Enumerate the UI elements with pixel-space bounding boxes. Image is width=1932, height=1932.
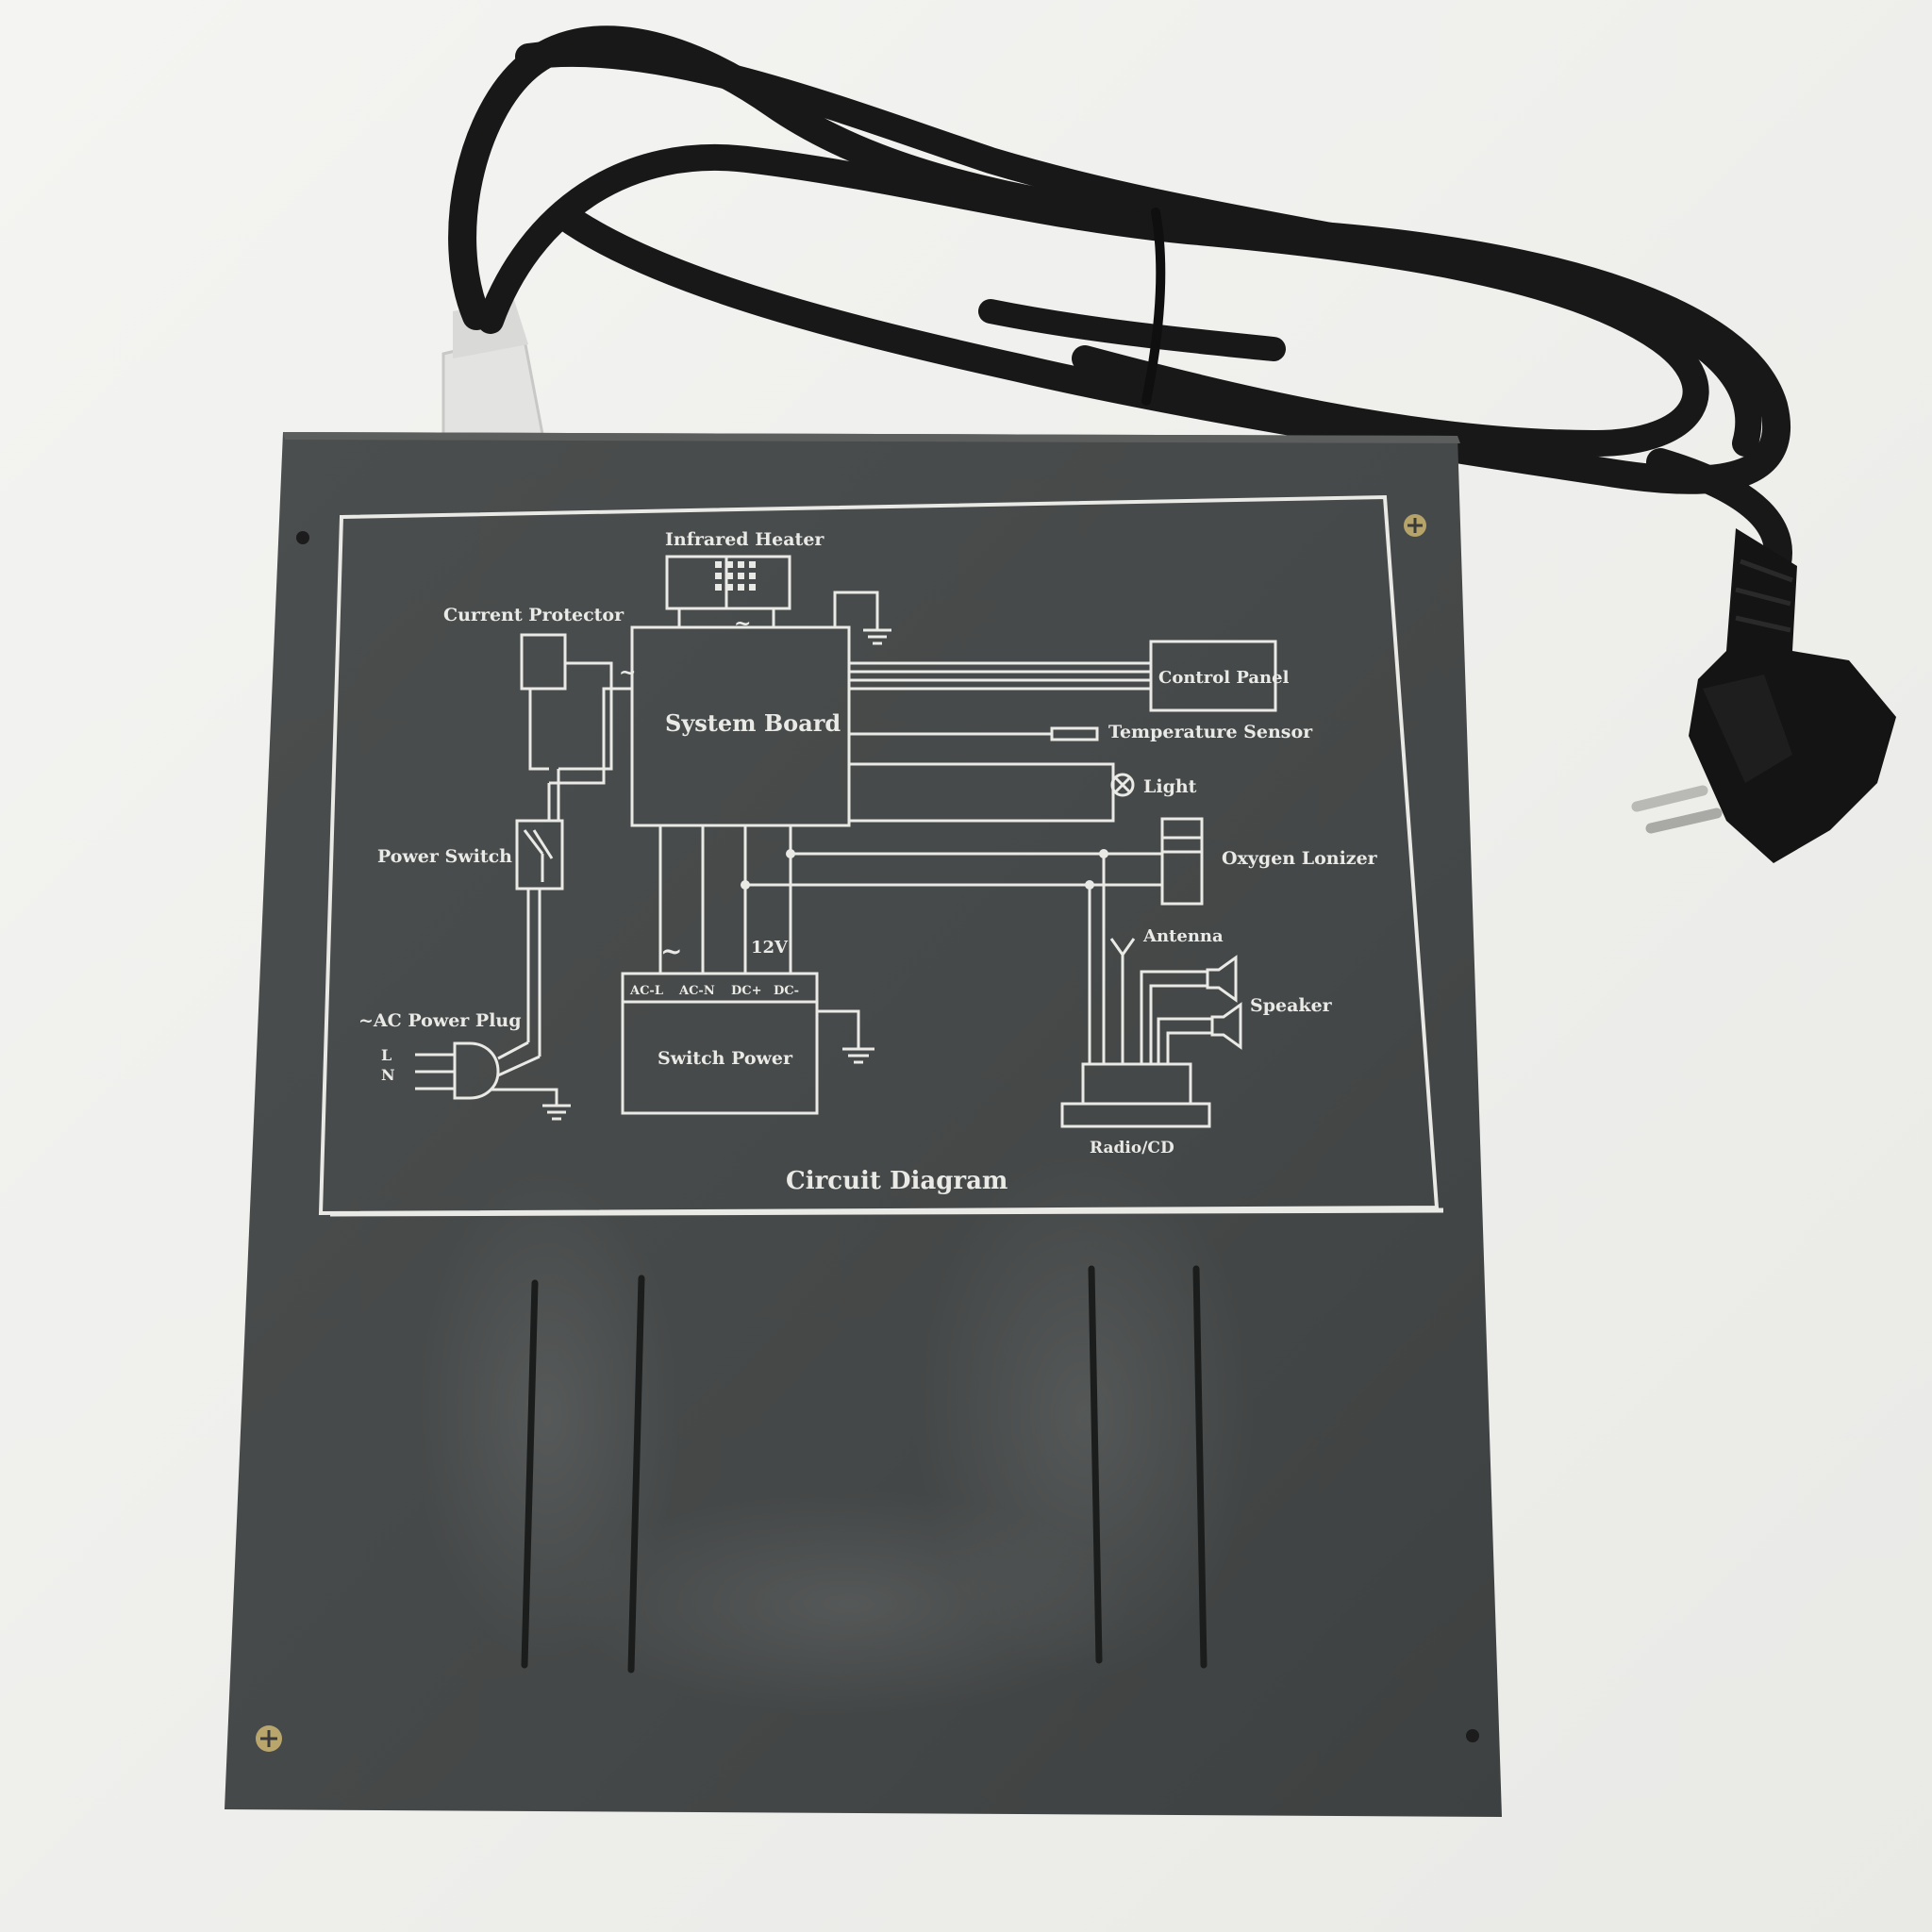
label-terminal-acn: AC-N xyxy=(678,984,715,998)
label-light: Light xyxy=(1143,776,1197,797)
speaker-symbol-1 xyxy=(1206,955,1238,1003)
label-ac-symbol-left: ~ xyxy=(619,660,636,685)
label-control-panel: Control Panel xyxy=(1158,668,1290,688)
hole-bottom-right xyxy=(1466,1729,1479,1742)
label-ac-symbol-bottom: ~ xyxy=(660,936,682,967)
label-ac-power-plug: ~AC Power Plug xyxy=(358,1010,522,1031)
screw-top-right xyxy=(1404,514,1426,537)
power-plug xyxy=(1631,528,1896,863)
switch-power-box xyxy=(621,972,819,1115)
label-12v: 12V xyxy=(751,938,789,958)
speaker-symbol-2 xyxy=(1210,1002,1242,1050)
label-speaker: Speaker xyxy=(1250,995,1333,1016)
diagram-border xyxy=(318,494,1440,1216)
label-oxygen-ionizer: Oxygen Lonizer xyxy=(1222,848,1378,869)
label-system-board: System Board xyxy=(665,709,841,737)
control-box xyxy=(225,432,1502,1817)
label-temperature-sensor: Temperature Sensor xyxy=(1108,722,1313,742)
label-radio-cd: Radio/CD xyxy=(1090,1139,1174,1158)
screw-bottom-left xyxy=(256,1725,282,1752)
label-ac-symbol-top: ~ xyxy=(734,611,751,636)
diagram-title: Circuit Diagram xyxy=(786,1167,1008,1195)
circuit-diagram: Infrared Heater Current Protector System… xyxy=(318,494,1444,1217)
ac-plug-symbol xyxy=(453,1041,500,1100)
label-power-switch: Power Switch xyxy=(377,846,512,867)
infrared-heater-box xyxy=(665,555,791,610)
control-panel-box xyxy=(1149,640,1277,712)
label-plug-l: L xyxy=(381,1046,391,1064)
oxygen-ionizer-element xyxy=(1160,817,1204,906)
label-current-protector: Current Protector xyxy=(443,605,625,625)
hole-top-left xyxy=(296,531,309,544)
label-infrared-heater: Infrared Heater xyxy=(665,529,824,550)
label-antenna: Antenna xyxy=(1142,926,1224,946)
label-plug-n: N xyxy=(381,1066,395,1084)
temperature-sensor-element xyxy=(1050,726,1099,741)
light-symbol xyxy=(1110,773,1135,797)
label-terminal-dcm: DC- xyxy=(774,984,799,998)
heater-grid xyxy=(715,561,756,591)
current-protector-box xyxy=(520,633,567,691)
label-terminal-dcp: DC+ xyxy=(731,984,762,998)
vent-slots xyxy=(521,1265,1208,1674)
system-board-box xyxy=(630,625,851,827)
label-terminal-acl: AC-L xyxy=(629,984,663,998)
label-switch-power: Switch Power xyxy=(658,1048,793,1069)
